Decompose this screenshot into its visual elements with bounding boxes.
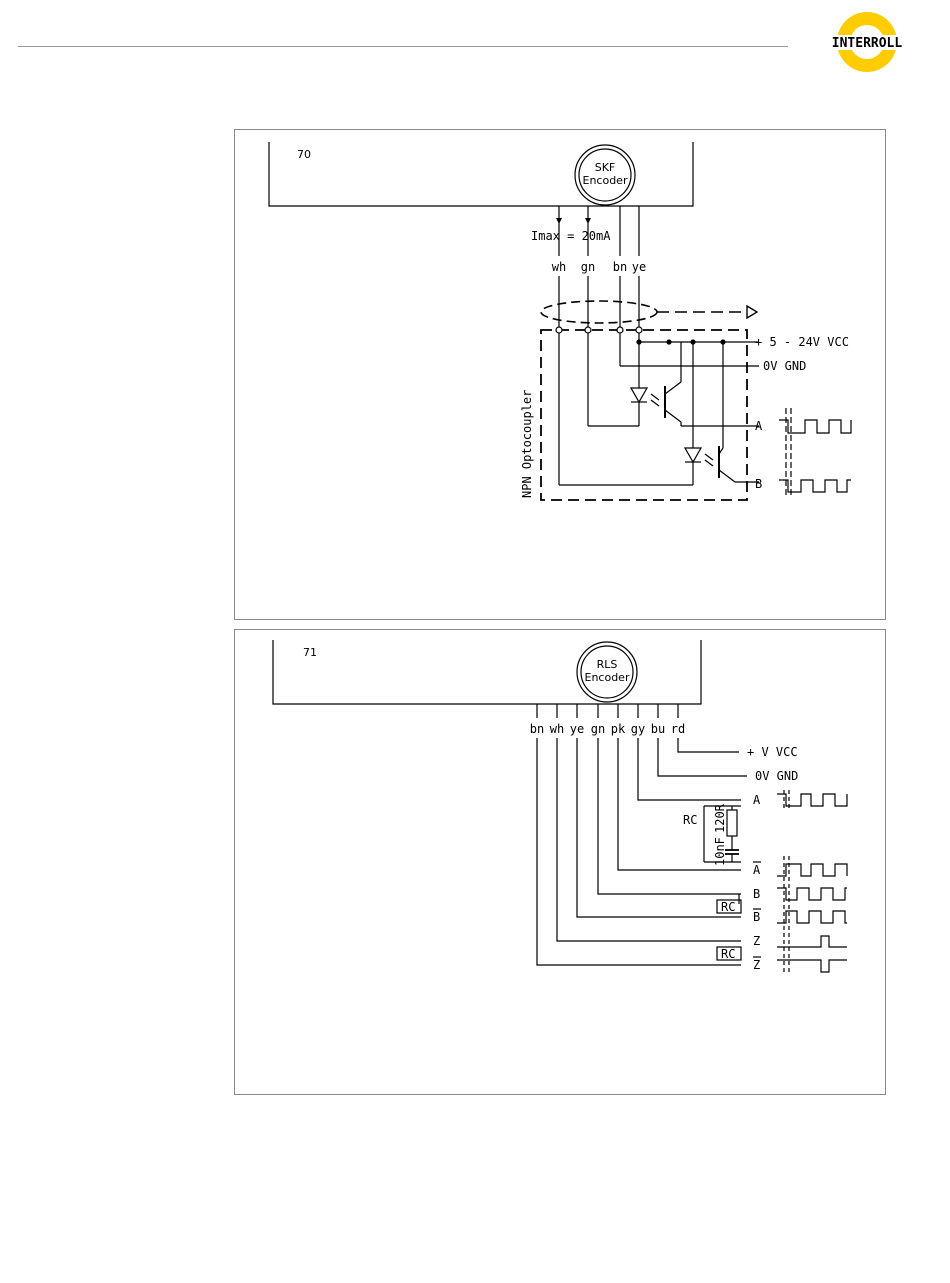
figure-70-frame: 70 SKF Encoder Imax = 20mA wh gn bn ye N…	[234, 129, 886, 620]
vcc-label: + 5 - 24V VCC	[755, 335, 849, 349]
waveform-z	[777, 936, 847, 947]
light-ray-a1	[651, 394, 659, 400]
wire-label-bu: bu	[651, 722, 665, 736]
channel-b-label: B	[755, 477, 762, 491]
channel-a-label: A	[755, 419, 763, 433]
terminal-gn	[585, 327, 591, 333]
gnd-label: 0V GND	[763, 359, 806, 373]
wire-label-bn: bn	[530, 722, 544, 736]
figure-71-frame: 71 RLS Encoder bn wh ye gn pk gy bu rd +…	[234, 629, 886, 1095]
transistor-a-emitter	[665, 410, 681, 422]
waveform-b-bar	[777, 911, 847, 923]
logo-text: INTERROLL	[832, 36, 903, 51]
encoder-name: RLS	[597, 658, 618, 671]
wire-label-gn: gn	[591, 722, 605, 736]
channel-b-label: B	[753, 887, 760, 901]
header-rule	[18, 46, 788, 47]
terminal-wh	[556, 327, 562, 333]
led-a-triangle	[631, 388, 647, 402]
terminal-ye	[636, 327, 642, 333]
encoder-label: Encoder	[583, 174, 628, 187]
waveform-b	[777, 888, 847, 900]
rls-encoder-wiring-diagram: 71 RLS Encoder bn wh ye gn pk gy bu rd +…	[235, 630, 885, 1094]
light-ray-b2	[705, 460, 713, 466]
waveform-b	[779, 480, 851, 492]
rc-box-b-label: RC	[721, 900, 735, 914]
channel-a-bar-label: A	[753, 863, 761, 877]
led-b-triangle	[685, 448, 701, 462]
wire-label-bn: bn	[613, 260, 627, 274]
transistor-b-emitter	[719, 470, 735, 482]
current-arrow-gn	[585, 218, 591, 224]
interroll-logo: INTERROLL	[818, 10, 916, 74]
capacitor-label: 10nF	[713, 837, 727, 866]
figure-number: 70	[297, 148, 311, 161]
wire-bu-route	[658, 738, 747, 776]
optocoupler-box	[541, 330, 747, 500]
encoder-housing	[269, 142, 693, 206]
encoder-name: SKF	[595, 161, 616, 174]
light-ray-b1	[705, 454, 713, 460]
channel-a-label: A	[753, 793, 761, 807]
wire-label-pk: pk	[611, 722, 626, 736]
waveform-z-bar	[777, 960, 847, 972]
channel-b-bar-label: B	[753, 910, 760, 924]
wire-label-wh: wh	[550, 722, 564, 736]
rc-label: RC	[683, 813, 697, 827]
waveform-a	[779, 420, 851, 433]
waveform-a-bar	[777, 864, 847, 876]
light-ray-a2	[651, 400, 659, 406]
waveform-a	[777, 794, 847, 806]
wire-label-rd: rd	[671, 722, 685, 736]
rc-box-z-label: RC	[721, 947, 735, 961]
current-arrow-wh	[556, 218, 562, 224]
wire-gy-route	[638, 738, 741, 800]
channel-z-bar-label: Z	[753, 958, 760, 972]
skf-encoder-wiring-diagram: 70 SKF Encoder Imax = 20mA wh gn bn ye N…	[235, 130, 885, 619]
vcc-node-2	[667, 340, 671, 344]
terminal-bn	[617, 327, 623, 333]
wire-label-wh: wh	[552, 260, 566, 274]
wire-label-ye: ye	[632, 260, 646, 274]
wire-label-gy: gy	[631, 722, 645, 736]
transistor-a-collector	[665, 382, 681, 394]
resistor-label: 120R	[713, 803, 727, 833]
optocoupler-label: NPN Optocoupler	[520, 390, 534, 498]
encoder-label: Encoder	[585, 671, 630, 684]
vcc-label: + V VCC	[747, 745, 798, 759]
gnd-label: 0V GND	[755, 769, 798, 783]
figure-number: 71	[303, 646, 317, 659]
wire-label-ye: ye	[570, 722, 584, 736]
shield-ground-arrow	[747, 306, 757, 318]
channel-z-label: Z	[753, 934, 760, 948]
wire-label-gn: gn	[581, 260, 595, 274]
resistor-120r	[727, 810, 737, 836]
wire-rd-route	[678, 738, 739, 752]
imax-label: Imax = 20mA	[531, 229, 611, 243]
wire-bn-route	[537, 738, 741, 965]
